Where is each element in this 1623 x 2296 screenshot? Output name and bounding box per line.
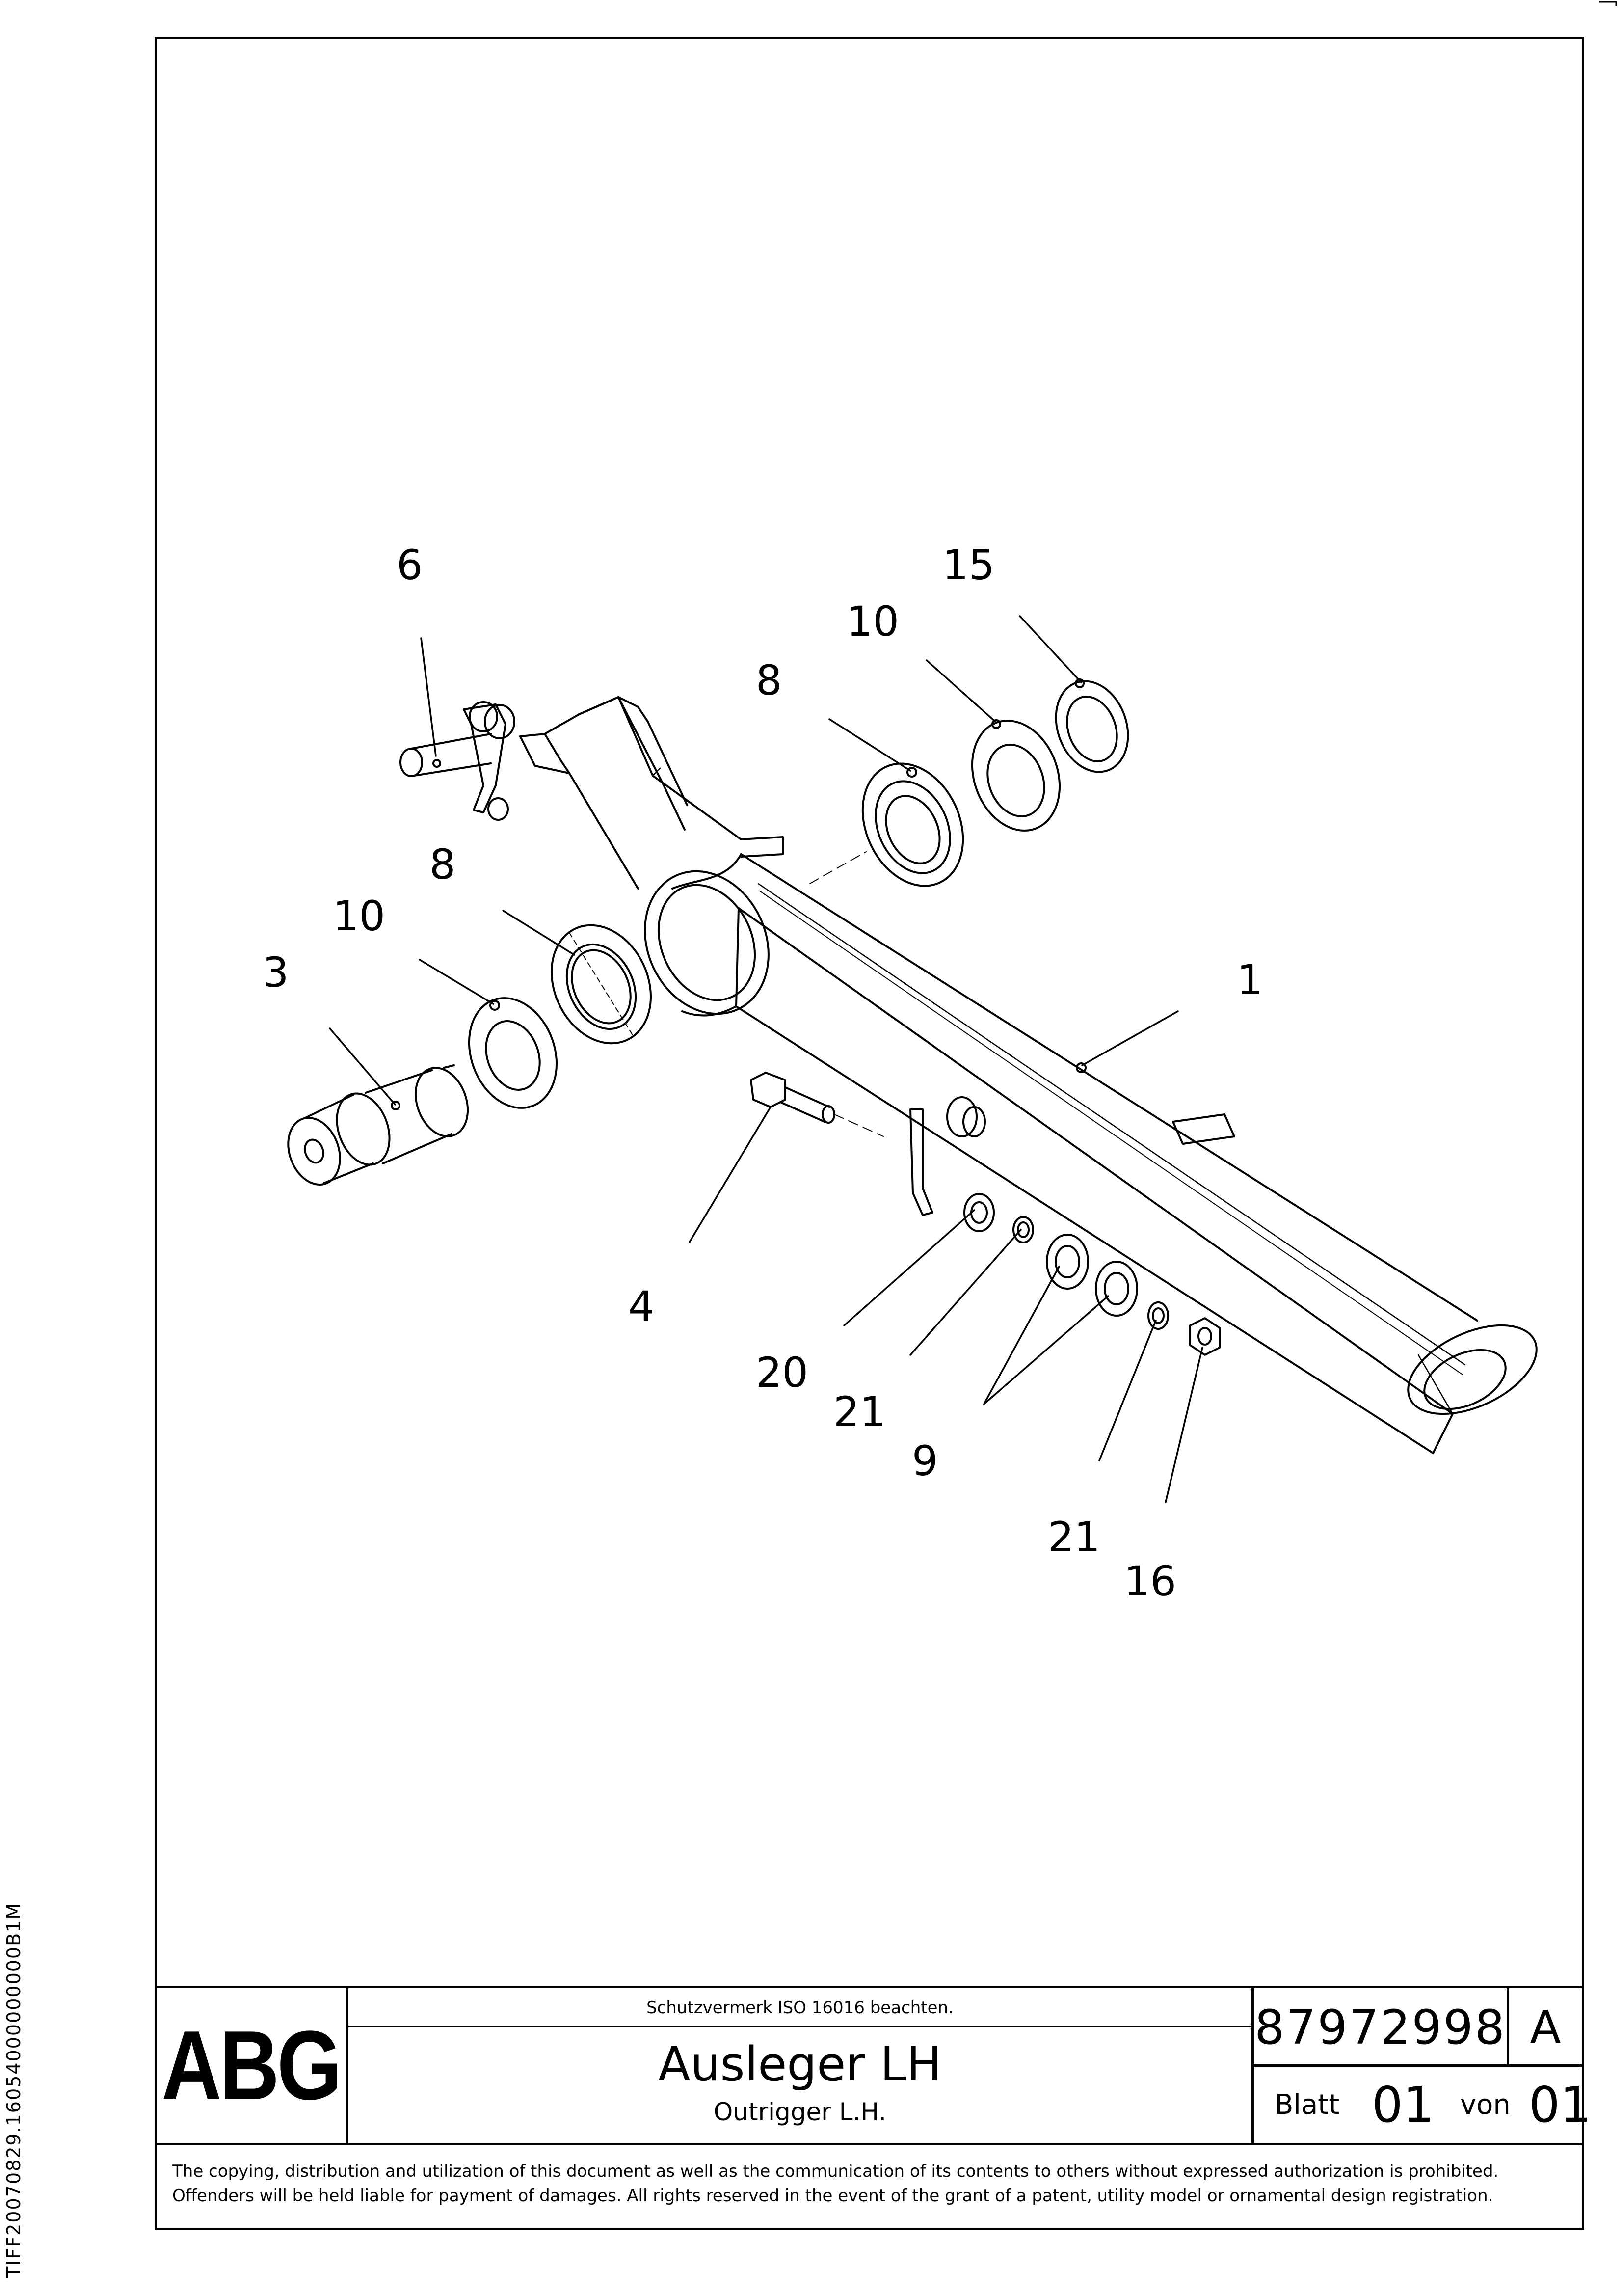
callout-6: 6 — [397, 541, 423, 589]
protection-note: Schutzvermerk ISO 16016 beachten. — [348, 1988, 1251, 2027]
part-10-washer-right — [971, 719, 1061, 832]
drawing-title-german: Ausleger LH — [658, 2037, 942, 2092]
outrigger-arm — [644, 853, 1538, 1454]
sheet-label: Blatt — [1275, 2089, 1340, 2121]
title-block: ABG Schutzvermerk ISO 16016 beachten. Au… — [155, 1986, 1591, 2233]
leader-lines — [329, 615, 1203, 1503]
callout-10-top: 10 — [847, 597, 899, 646]
part-16-nut — [1189, 1317, 1221, 1356]
callouts: 6 15 10 8 8 10 3 1 4 20 21 9 21 16 — [263, 541, 1263, 1605]
corner-mark — [1599, 1, 1617, 6]
revision-letter: A — [1509, 1988, 1582, 2067]
part-4-bolt — [750, 1072, 884, 1137]
part-21-washer-b — [1147, 1301, 1169, 1330]
part-8-bearing-left — [550, 924, 652, 1045]
drawing-title-english: Outrigger L.H. — [713, 2098, 887, 2126]
pivot-bracket — [909, 1096, 986, 1216]
part-9-bearings — [1046, 1234, 1138, 1317]
sheet-number: 01 — [1372, 2076, 1435, 2134]
sheet-total: 01 — [1529, 2076, 1592, 2134]
title-cell: Schutzvermerk ISO 16016 beachten. Ausleg… — [348, 1988, 1254, 2143]
callout-4: 4 — [628, 1282, 654, 1330]
part-3-bushing — [287, 1064, 469, 1186]
callout-3: 3 — [263, 948, 289, 997]
bracket — [519, 696, 784, 890]
callout-8-top: 8 — [756, 656, 782, 704]
sheet-info: Blatt 01 von 01 — [1254, 2067, 1591, 2143]
part-20-spacer — [963, 1193, 995, 1232]
company-logo: ABG — [161, 2010, 342, 2120]
callout-21-right: 21 — [1048, 1513, 1100, 1561]
callout-16: 16 — [1124, 1557, 1176, 1605]
part-15-locknut — [1055, 678, 1129, 773]
of-label: von — [1460, 2089, 1511, 2121]
copyright-notice: The copying, distribution and utilizatio… — [155, 2143, 1584, 2233]
callout-10-left: 10 — [333, 892, 385, 940]
document-number: 87972998 — [1254, 1988, 1509, 2067]
callout-1: 1 — [1237, 956, 1263, 1004]
part-10-washer-left — [468, 997, 558, 1109]
part-20-spacer-inner — [970, 1201, 988, 1224]
drawing-frame — [155, 37, 1584, 2230]
part-21-washer-a-inner — [1017, 1221, 1030, 1238]
callout-8-left: 8 — [429, 840, 455, 889]
document-info-cell: 87972998 A Blatt 01 von 01 — [1254, 1988, 1591, 2143]
part-6-pin — [399, 701, 515, 821]
part-21-washer-b-inner — [1152, 1307, 1165, 1324]
part-21-washer-a — [1012, 1216, 1034, 1243]
callout-9: 9 — [912, 1437, 938, 1485]
logo-cell: ABG — [155, 1988, 348, 2143]
callout-21-left: 21 — [833, 1388, 886, 1436]
callout-15: 15 — [942, 541, 995, 589]
callout-20: 20 — [756, 1349, 808, 1397]
part-8-bearing-right — [809, 762, 964, 887]
